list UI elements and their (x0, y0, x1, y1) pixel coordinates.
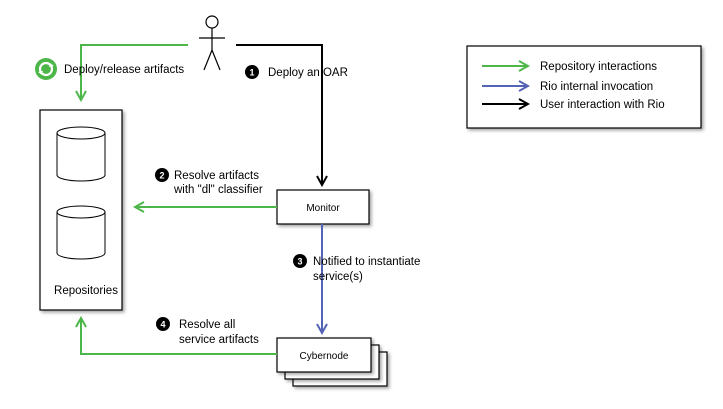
user-figure-icon (199, 15, 225, 71)
resolve-all-label-line2: service artifacts (179, 334, 259, 346)
resolve-all-label-line1: Resolve all (179, 319, 235, 331)
step-2-badge: 2 (155, 168, 169, 182)
cybernode-box (276, 337, 372, 373)
database-icon (56, 205, 106, 260)
notify-label-line2: service(s) (313, 271, 363, 283)
monitor-box (276, 189, 370, 225)
step-3-badge: 3 (293, 254, 307, 268)
deploy-release-edge (81, 44, 188, 100)
cybernode-label: Cybernode (300, 351, 349, 362)
legend-label: User interaction with Rio (540, 99, 665, 111)
legend-label: Repository interactions (540, 61, 657, 73)
recycle-icon (35, 58, 57, 80)
notify-label-line1: Notified to instantiate (313, 256, 420, 268)
legend-label: Rio internal invocation (540, 81, 653, 93)
cybernode-stack (276, 337, 388, 387)
resolve-dl-label-line2: with "dl" classifier (173, 184, 263, 196)
step-1-badge: 1 (245, 65, 259, 79)
legend: Repository interactions Rio internal inv… (466, 45, 702, 129)
svg-text:3: 3 (297, 257, 302, 267)
resolve-dl-label-line1: Resolve artifacts (174, 170, 259, 182)
svg-text:2: 2 (159, 171, 164, 181)
monitor-label: Monitor (306, 203, 340, 214)
step-4-badge: 4 (156, 317, 170, 331)
deploy-oar-edge (236, 44, 322, 185)
deploy-oar-label: Deploy an OAR (268, 67, 348, 79)
svg-text:4: 4 (160, 320, 165, 330)
database-icon (56, 126, 106, 182)
resolve-service-artifacts-edge (81, 318, 277, 355)
svg-text:1: 1 (249, 68, 254, 78)
deploy-release-label: Deploy/release artifacts (64, 64, 184, 76)
repositories-label: Repositories (54, 285, 118, 297)
